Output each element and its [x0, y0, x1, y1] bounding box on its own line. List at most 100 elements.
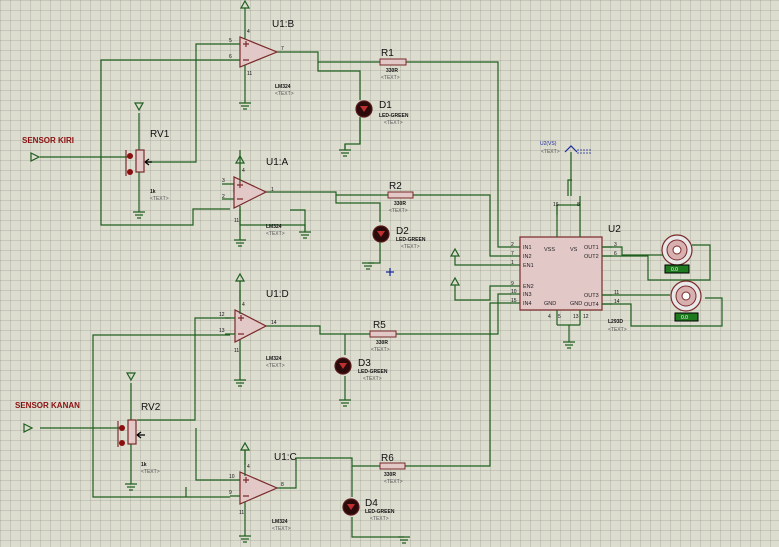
led-d1: D1 LED-GREEN <TEXT> — [339, 100, 409, 157]
d2-value: LED-GREEN — [396, 237, 426, 243]
u1a-pin-vcc: 4 — [242, 168, 245, 174]
u1a-pin-minus: 2 — [222, 194, 225, 200]
u2-left-pin-num: 10 — [511, 289, 517, 295]
u2-left-pin-name: IN3 — [523, 292, 532, 298]
power-en1-arrow — [449, 247, 461, 257]
u2-left-pin-num: 15 — [511, 298, 517, 304]
r1-value: 330R — [386, 68, 398, 74]
motor-2-readout: 0.0 — [681, 315, 688, 321]
u2-right-pin-name: OUT4 — [584, 302, 599, 308]
u2-name-vs: VS — [570, 247, 578, 253]
u1b-pin-gnd: 11 — [247, 71, 252, 77]
u1d-ref: U1:D — [266, 289, 289, 300]
vs-text: <TEXT> — [541, 149, 560, 155]
rv2-text: <TEXT> — [141, 469, 160, 475]
vs-power-terminal: U2(VS) <TEXT> — [540, 141, 592, 196]
u1a-value: LM324 — [266, 224, 282, 230]
motor-1-readout: 0.0 — [671, 267, 678, 273]
u1c-pin-vcc: 4 — [247, 464, 250, 470]
resistor-r2: R2 330R <TEXT> — [387, 181, 414, 214]
opamp-u1b: 5 6 7 4 11 U1:B LM324 <TEXT> — [229, 0, 295, 110]
u1b-pin-minus: 6 — [229, 54, 232, 60]
u2-right-pin-num: 14 — [614, 299, 620, 305]
u2-left-pin-num: 7 — [511, 251, 514, 257]
r2-value: 330R — [394, 201, 406, 207]
opamp-u1c: 10 9 8 4 11 U1:C LM324 <TEXT> — [229, 441, 297, 543]
r6-ref: R6 — [381, 453, 394, 464]
u1b-pin-out: 7 — [281, 46, 284, 52]
rv1-ref: RV1 — [150, 129, 170, 140]
u2-left-pin-name: EN2 — [523, 284, 534, 290]
resistor-r5: R5 330R <TEXT> — [369, 320, 397, 353]
u1d-pin-vcc: 4 — [242, 302, 245, 308]
opamp-u1d: 12 13 14 4 11 U1:D LM324 <TEXT> — [219, 272, 289, 387]
u1b-text: <TEXT> — [275, 91, 294, 97]
r5-text: <TEXT> — [371, 347, 390, 353]
r1-text: <TEXT> — [381, 75, 400, 81]
u2-pin-4: 4 — [548, 314, 551, 320]
d4-text: <TEXT> — [370, 516, 389, 522]
resistor-r1: R1 330R <TEXT> — [379, 48, 407, 81]
motor-2: 0.0 — [670, 280, 702, 322]
u1c-value: LM324 — [272, 519, 288, 525]
u2-left-pin-name: IN1 — [523, 245, 532, 251]
u1a-ref: U1:A — [266, 157, 289, 168]
u1c-ref: U1:C — [274, 452, 297, 463]
rv1-value: 1k — [150, 189, 156, 195]
u1a-pin-plus: 3 — [222, 178, 225, 184]
u1a-pin-out: 1 — [271, 187, 274, 193]
u1c-pin-out: 8 — [281, 482, 284, 488]
u2-left-pin-name: IN2 — [523, 254, 532, 260]
u1b-value: LM324 — [275, 84, 291, 90]
u2-right-pin-name: OUT2 — [584, 254, 599, 260]
u2-right-pin-num: 6 — [614, 251, 617, 257]
u1a-pin-gnd: 11 — [234, 218, 239, 224]
u2-ref: U2 — [608, 224, 621, 235]
r1-ref: R1 — [381, 48, 394, 59]
rv2-ref: RV2 — [141, 402, 161, 413]
u1a-text: <TEXT> — [266, 231, 285, 237]
resistor-r6: R6 330R <TEXT> — [379, 453, 406, 485]
u2-name-gnd-1: GND — [544, 301, 556, 307]
u2-pin-vs: 8 — [577, 202, 580, 208]
u2-left-pin-num: 2 — [511, 242, 514, 248]
d3-text: <TEXT> — [363, 376, 382, 382]
led-d2: D2 LED-GREEN <TEXT> — [362, 225, 426, 270]
u2-name-gnd-2: GND — [570, 301, 582, 307]
led-d4: D4 LED-GREEN <TEXT> — [342, 498, 410, 544]
u1b-pin-plus: 5 — [229, 38, 232, 44]
u1c-pin-minus: 9 — [229, 490, 232, 496]
r2-ref: R2 — [389, 181, 402, 192]
d1-value: LED-GREEN — [379, 113, 409, 119]
u1d-pin-minus: 13 — [219, 328, 225, 334]
power-en2-arrow — [449, 276, 461, 286]
d3-ref: D3 — [358, 358, 371, 369]
u2-pin-5: 5 — [558, 314, 561, 320]
u2-right-pin-name: OUT1 — [584, 245, 599, 251]
r5-ref: R5 — [373, 320, 386, 331]
u2-pin-13: 13 — [573, 314, 579, 320]
u2-left-pin-num: 9 — [511, 281, 514, 287]
d1-ref: D1 — [379, 100, 392, 111]
vs-label: U2(VS) — [540, 141, 557, 147]
r5-value: 330R — [376, 340, 388, 346]
u2-text: <TEXT> — [608, 327, 627, 333]
potentiometer-rv1: RV1 1k <TEXT> — [125, 102, 170, 219]
u2-left-pin-name: IN4 — [523, 301, 532, 307]
u1b-ref: U1:B — [272, 19, 295, 30]
opamp-u1a: 3 2 1 4 11 U1:A LM324 <TEXT> — [222, 154, 311, 247]
led-d3: D3 LED-GREEN <TEXT> — [334, 357, 388, 407]
r6-value: 330R — [384, 472, 396, 478]
sensor-kanan-terminal: SENSOR KANAN — [15, 401, 80, 433]
u1d-value: LM324 — [266, 356, 282, 362]
rv1-text: <TEXT> — [150, 196, 169, 202]
r2-text: <TEXT> — [389, 208, 408, 214]
cursor-crosshair — [386, 268, 394, 276]
u2-left-pin-num: 1 — [511, 260, 514, 266]
sensor-kiri-label: SENSOR KIRI — [22, 136, 74, 145]
u1d-pin-gnd: 11 — [234, 348, 239, 354]
u2-value: L293D — [608, 319, 623, 325]
u2-pin-12: 12 — [583, 314, 589, 320]
